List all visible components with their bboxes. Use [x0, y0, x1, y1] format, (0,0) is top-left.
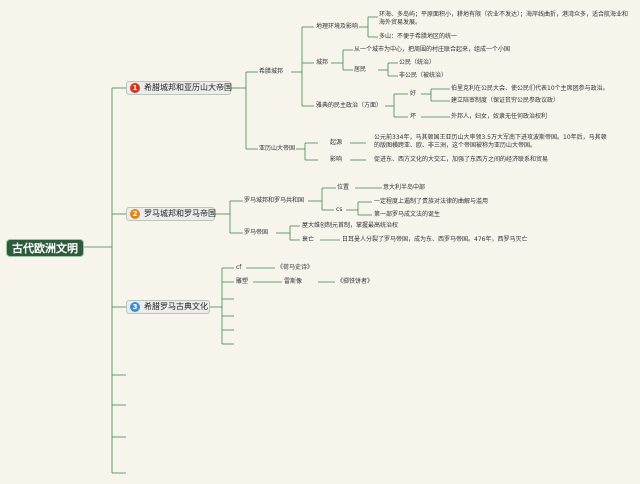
node-citizen[interactable]: 公民（统治） — [399, 59, 436, 66]
node-bad-1[interactable]: 外邦人，妇女，奴隶无任何政治权利 — [451, 113, 548, 120]
node-bad[interactable]: 坏 — [410, 113, 417, 120]
number-badge-3: 3 — [130, 302, 140, 312]
node-alexander-empire[interactable]: 亚历山大帝国 — [259, 145, 296, 152]
topic-label: 罗马城邦和罗马帝国 — [144, 209, 216, 218]
topic-greece[interactable]: 1 希腊城邦和亚历山大帝国 — [126, 81, 232, 95]
node-city-definition[interactable]: 从一个城市为中心，把周围的村庄联合起来，组成一个小国 — [354, 46, 511, 53]
topic-rome[interactable]: 2 罗马城邦和罗马帝国 — [126, 207, 216, 221]
number-badge-1: 1 — [130, 83, 140, 93]
node-good-2[interactable]: 建立陪审制度（保证贫穷公民参政议政） — [451, 97, 560, 104]
node-fall[interactable]: 衰亡 — [302, 236, 315, 243]
node-discobolus[interactable]: 《掷铁饼者》 — [337, 278, 374, 285]
node-origin[interactable]: 起源 — [330, 139, 343, 146]
node-cs-1[interactable]: 一定程度上遏制了贵族对法律的曲解与滥用 — [374, 198, 489, 205]
node-rome-empire[interactable]: 罗马帝国 — [244, 229, 269, 236]
node-cf[interactable]: cf — [236, 264, 242, 271]
topic-culture[interactable]: 3 希腊罗马古典文化 — [126, 300, 210, 314]
node-geography-mountain[interactable]: 多山：不便于希腊地区的统一 — [379, 33, 458, 40]
node-impact[interactable]: 影响 — [330, 156, 343, 163]
node-impact-text[interactable]: 促进东、西方文化的大交汇，加强了东西方之间的经济联系和贸易 — [374, 156, 549, 163]
node-geography[interactable]: 地理环境及影响 — [316, 23, 359, 30]
number-badge-2: 2 — [130, 209, 140, 219]
node-city-states[interactable]: 希腊城邦 — [259, 68, 284, 75]
node-fall-text[interactable]: 日耳曼人分裂了罗马帝国，成为东、西罗马帝国。476年，西罗马灭亡 — [342, 236, 528, 243]
node-city[interactable]: 城邦 — [316, 59, 329, 66]
node-geography-sea[interactable]: 环海、多岛屿；平原面积小，耕地有限（农业不发达）；海岸线曲折，港湾众多，适合航海… — [379, 11, 629, 26]
node-sculptor-statue[interactable]: 雷斯像 — [284, 278, 303, 285]
node-location-text[interactable]: 意大利半岛中部 — [383, 184, 426, 191]
node-good[interactable]: 好 — [410, 90, 417, 97]
node-cs-2[interactable]: 第一部罗马成文法的诞生 — [374, 211, 441, 218]
topic-label: 希腊罗马古典文化 — [144, 302, 208, 311]
node-rome-republic[interactable]: 罗马城邦和罗马共和国 — [244, 197, 305, 204]
node-good-1[interactable]: 伯里克利在公民大会、使公民们代表10个主席团参与政治。 — [451, 85, 609, 92]
node-origin-text[interactable]: 公元前334年，马其顿国王亚历山大率领3.5万大军南下进攻波斯帝国。10年后，马… — [374, 134, 607, 149]
root-node[interactable]: 古代欧洲文明 — [6, 239, 84, 257]
node-residents[interactable]: 居民 — [354, 66, 367, 73]
node-non-citizen[interactable]: 非公民（被统治） — [399, 72, 448, 79]
node-sculpture[interactable]: 雕塑 — [236, 278, 249, 285]
node-cs[interactable]: cs — [336, 206, 343, 213]
node-location[interactable]: 位置 — [337, 184, 350, 191]
topic-label: 希腊城邦和亚历山大帝国 — [144, 83, 232, 92]
node-homer-epic[interactable]: 《荷马史诗》 — [277, 264, 314, 271]
node-athens-democracy[interactable]: 雅典的民主政治（方面） — [316, 102, 383, 109]
node-founding[interactable]: 屋大维创制元首制，掌握最高统治权 — [302, 222, 399, 229]
